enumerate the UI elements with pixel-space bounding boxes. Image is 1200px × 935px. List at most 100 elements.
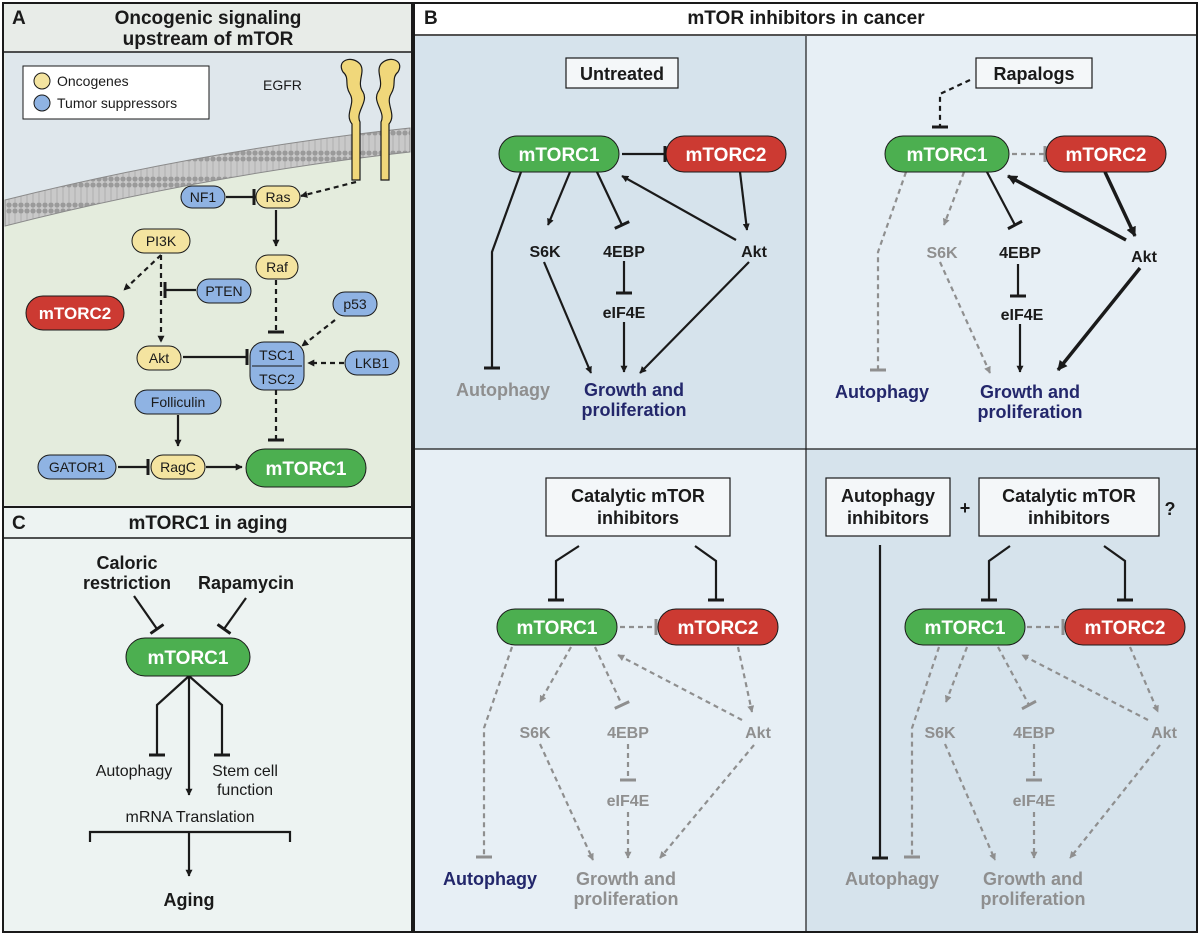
tsc-complex: TSC1 TSC2 bbox=[249, 341, 305, 391]
nf1-node: NF1 bbox=[180, 185, 226, 209]
panel-a-letter: A bbox=[12, 8, 26, 29]
panel-c-title: mTORC1 in aging bbox=[128, 513, 287, 534]
untreated-autophagy: Autophagy bbox=[456, 380, 550, 400]
quadrant-combo: Autophagy inhibitors + Catalytic mTOR in… bbox=[825, 477, 1186, 909]
catalytic-4ebp: 4EBP bbox=[607, 725, 649, 742]
mtorc2-label-a: mTORC2 bbox=[39, 304, 111, 323]
folliculin-node: Folliculin bbox=[134, 389, 222, 415]
catalytic-s6k: S6K bbox=[519, 725, 551, 742]
panel-b: B mTOR inhibitors in cancer Untreated bbox=[413, 2, 1198, 933]
lkb1-label: LKB1 bbox=[355, 355, 389, 371]
cell-membrane bbox=[4, 127, 411, 227]
combo-catalytic-line2: inhibitors bbox=[1028, 508, 1110, 528]
legend: Oncogenes Tumor suppressors bbox=[22, 65, 210, 120]
folliculin-label: Folliculin bbox=[151, 394, 205, 410]
combo-4ebp: 4EBP bbox=[1013, 725, 1055, 742]
panel-b-letter: B bbox=[424, 8, 438, 29]
panel-c-frame bbox=[2, 506, 413, 933]
combo-catalytic-line1: Catalytic mTOR bbox=[1002, 486, 1136, 506]
rapalogs-s6k: S6K bbox=[926, 245, 958, 262]
oncogene-swatch bbox=[33, 72, 51, 90]
panel-a: A Oncogenic signaling upstream of mTOR O… bbox=[2, 2, 413, 508]
pi3k-node: PI3K bbox=[131, 228, 191, 254]
combo-growth-line1: Growth and bbox=[983, 869, 1083, 889]
ragc-label: RagC bbox=[160, 459, 196, 475]
ragc-node: RagC bbox=[150, 454, 206, 480]
catalytic-eif4e: eIF4E bbox=[607, 793, 650, 810]
untreated-akt: Akt bbox=[741, 244, 767, 261]
nf1-label: NF1 bbox=[190, 189, 217, 205]
rapalogs-4ebp: 4EBP bbox=[999, 245, 1041, 262]
stem-cell-line1: Stem cell bbox=[212, 763, 278, 780]
panel-a-edges bbox=[118, 180, 357, 475]
untreated-mtorc2: mTORC2 bbox=[665, 135, 787, 173]
quadrant-rapalogs-bg bbox=[806, 36, 1196, 449]
combo-eif4e: eIF4E bbox=[1013, 793, 1056, 810]
gator1-node: GATOR1 bbox=[37, 454, 117, 480]
combo-mtorc2-label: mTORC2 bbox=[1085, 618, 1166, 639]
panel-c-letter: C bbox=[12, 513, 26, 534]
pten-node: PTEN bbox=[196, 278, 252, 304]
akt-node-a: Akt bbox=[136, 345, 182, 371]
combo-s6k: S6K bbox=[924, 725, 956, 742]
catalytic-mtorc1-label: mTORC1 bbox=[517, 618, 598, 639]
p53-node: p53 bbox=[332, 291, 378, 317]
pi3k-label: PI3K bbox=[146, 233, 177, 249]
caloric-line2: restriction bbox=[83, 573, 171, 593]
rapalogs-autophagy: Autophagy bbox=[835, 382, 929, 402]
catalytic-edges bbox=[476, 545, 755, 861]
rapalogs-growth-line2: proliferation bbox=[977, 402, 1082, 422]
p53-label: p53 bbox=[343, 296, 367, 312]
untreated-eif4e: eIF4E bbox=[603, 305, 646, 322]
quadrant-catalytic: Catalytic mTOR inhibitors mTORC1 bbox=[443, 477, 779, 909]
ras-node: Ras bbox=[255, 185, 301, 209]
rapalogs-mtorc1: mTORC1 bbox=[884, 135, 1010, 173]
rapalogs-edges bbox=[870, 79, 1142, 374]
catalytic-box bbox=[545, 477, 731, 537]
aging-label: Aging bbox=[164, 890, 215, 910]
legend-tumor-suppressors: Tumor suppressors bbox=[57, 95, 177, 111]
ras-label: Ras bbox=[266, 189, 291, 205]
mtorc1-label-c: mTORC1 bbox=[148, 648, 229, 669]
combo-plus: + bbox=[960, 498, 971, 518]
rapalogs-growth-line1: Growth and bbox=[980, 382, 1080, 402]
untreated-box bbox=[565, 57, 679, 89]
akt-label-a: Akt bbox=[149, 350, 169, 366]
mtorc1-node-c: mTORC1 bbox=[125, 637, 251, 677]
mtorc1-label-a: mTORC1 bbox=[266, 459, 347, 480]
rapamycin-label: Rapamycin bbox=[198, 573, 294, 593]
autophagy-inhibitors-line2: inhibitors bbox=[847, 508, 929, 528]
rapalogs-eif4e: eIF4E bbox=[1001, 307, 1044, 324]
combo-mtorc2: mTORC2 bbox=[1064, 608, 1186, 646]
rapalogs-akt: Akt bbox=[1131, 249, 1157, 266]
raf-node: Raf bbox=[255, 254, 299, 280]
rapalogs-mtorc2: mTORC2 bbox=[1045, 135, 1167, 173]
combo-catalytic-box bbox=[978, 477, 1160, 537]
rapalogs-box bbox=[975, 57, 1093, 89]
untreated-mtorc1: mTORC1 bbox=[498, 135, 620, 173]
catalytic-mtorc1: mTORC1 bbox=[496, 608, 618, 646]
rapalogs-mtorc1-label: mTORC1 bbox=[907, 145, 988, 166]
catalytic-autophagy: Autophagy bbox=[443, 869, 537, 889]
quadrant-rapalogs: Rapalogs mTORC1 mTORC2 bbox=[835, 57, 1167, 422]
untreated-edges bbox=[484, 146, 750, 374]
stem-cell-line2: function bbox=[217, 782, 273, 799]
panel-a-title-line1: Oncogenic signaling bbox=[115, 8, 302, 29]
catalytic-label-line1: Catalytic mTOR bbox=[571, 486, 705, 506]
untreated-mtorc1-label: mTORC1 bbox=[519, 145, 600, 166]
combo-mtorc1-label: mTORC1 bbox=[925, 618, 1006, 639]
catalytic-label-line2: inhibitors bbox=[597, 508, 679, 528]
panel-b-title: mTOR inhibitors in cancer bbox=[687, 8, 925, 29]
catalytic-growth-line1: Growth and bbox=[576, 869, 676, 889]
mtorc1-node-a: mTORC1 bbox=[245, 448, 367, 488]
autophagy-inhibitors-box bbox=[825, 477, 951, 537]
autophagy-inhibitors-line1: Autophagy bbox=[841, 486, 935, 506]
tsc2-label: TSC2 bbox=[259, 371, 295, 387]
rapalogs-mtorc2-label: mTORC2 bbox=[1066, 145, 1147, 166]
legend-oncogenes: Oncogenes bbox=[57, 73, 129, 89]
combo-autophagy: Autophagy bbox=[845, 869, 939, 889]
egfr-receptor: EGFR bbox=[263, 58, 401, 181]
tsc1-label: TSC1 bbox=[259, 347, 295, 363]
quadrant-untreated: Untreated mTORC1 mTORC2 S6 bbox=[456, 57, 787, 420]
